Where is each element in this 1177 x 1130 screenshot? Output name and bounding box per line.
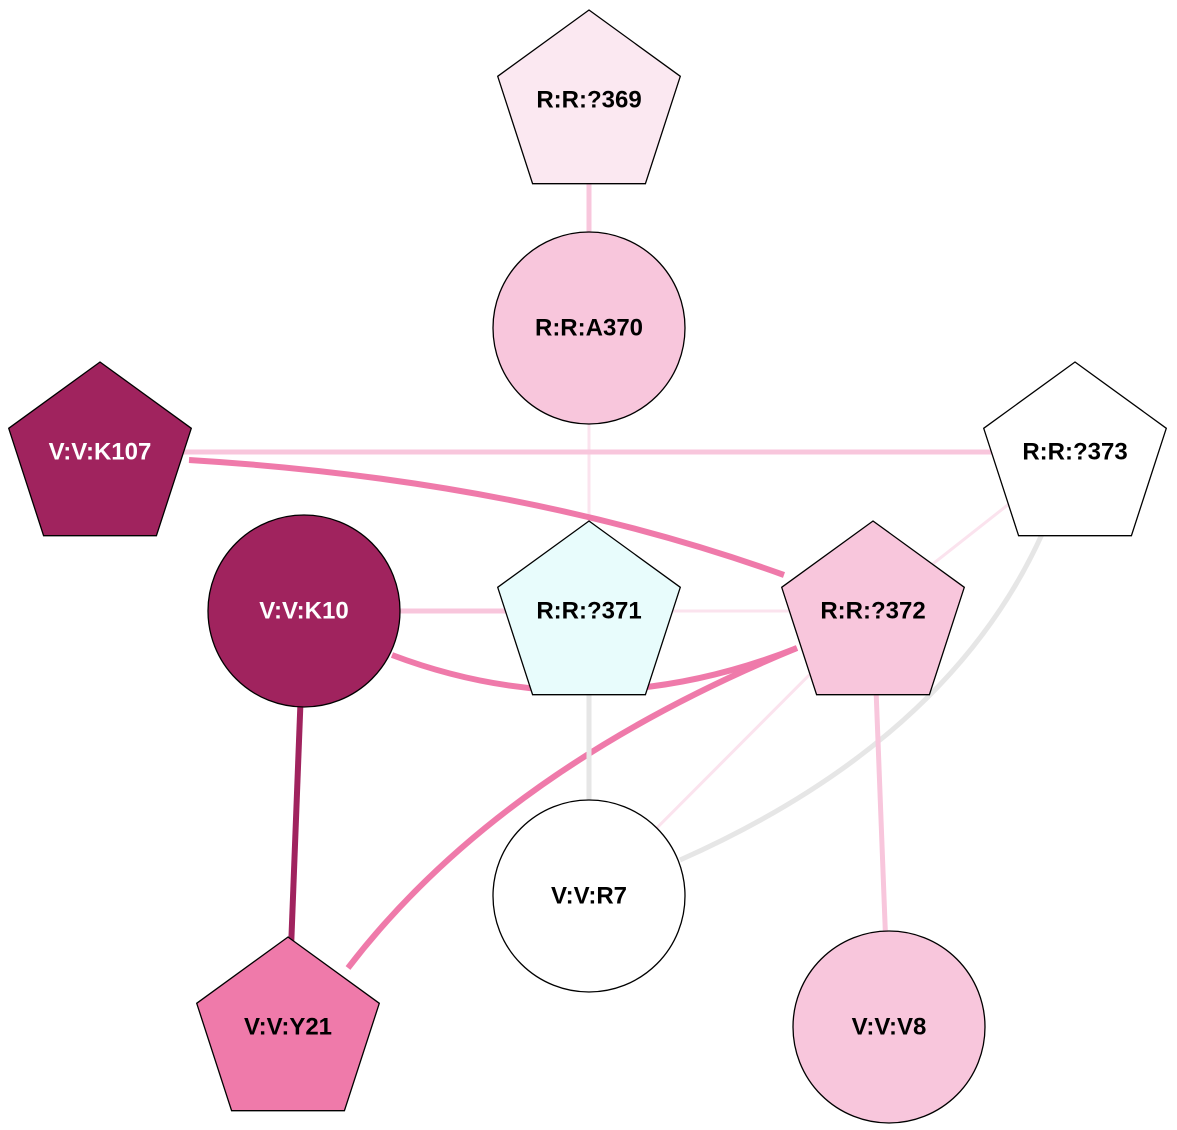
node-pentagon [496,520,682,696]
node-label: V:V:K107 [49,439,152,466]
edge-r-r-q372-to-v-v-y21 [345,645,799,970]
node-label: R:R:?373 [1022,439,1127,466]
node-pentagon [7,361,193,537]
node-label: R:R:?372 [820,598,925,625]
node-label: R:R:?371 [536,598,641,625]
node-v-v-y21[interactable]: V:V:Y21 [195,936,381,1112]
node-pentagon [780,520,966,696]
node-r-r-q371[interactable]: R:R:?371 [496,520,682,696]
node-r-r-q372[interactable]: R:R:?372 [780,520,966,696]
node-pentagon [982,361,1168,537]
node-r-r-q369[interactable]: R:R:?369 [496,9,682,185]
node-circle [492,231,686,425]
edge-v-v-k107-to-r-r-q372 [188,457,786,578]
node-pentagon [195,936,381,1112]
node-label: R:R:A370 [535,315,643,342]
node-v-v-r7[interactable]: V:V:R7 [492,799,686,993]
edge-r-r-q373-to-v-v-r7 [678,530,1046,863]
node-label: R:R:?369 [536,87,641,114]
node-label: V:V:Y21 [244,1014,332,1041]
node-v-v-v8[interactable]: V:V:V8 [792,930,986,1124]
node-v-v-k10[interactable]: V:V:K10 [207,514,401,708]
node-v-v-k107[interactable]: V:V:K107 [7,361,193,537]
node-r-r-a370[interactable]: R:R:A370 [492,231,686,425]
node-label: V:V:K10 [259,598,348,625]
node-circle [207,514,401,708]
node-pentagon [496,9,682,185]
node-r-r-q373[interactable]: R:R:?373 [982,361,1168,537]
node-circle [792,930,986,1124]
node-label: V:V:R7 [551,883,627,910]
node-circle [492,799,686,993]
node-label: V:V:V8 [852,1014,927,1041]
